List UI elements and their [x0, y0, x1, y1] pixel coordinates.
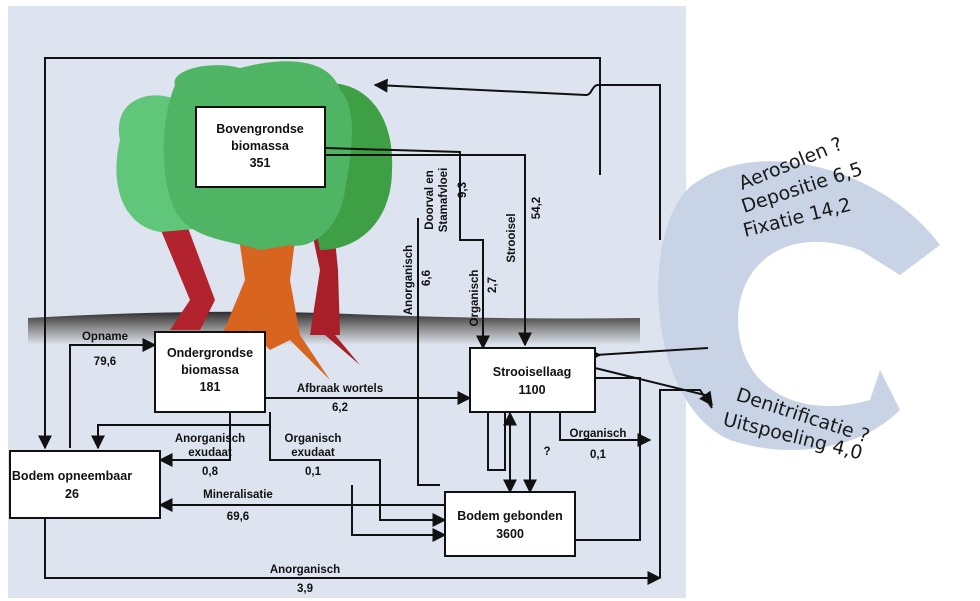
afbraak-value: 6,2: [332, 402, 348, 414]
organisch-exudaat-label1: Organisch: [285, 433, 342, 445]
bovengrondse-title1: Bovengrondse: [216, 122, 304, 136]
strooisellaag-value: 1100: [518, 383, 545, 397]
bodem-gebonden-title: Bodem gebonden: [457, 509, 563, 523]
anorganisch-exudaat-label1: Anorganisch: [175, 433, 245, 445]
cycle-arc: [658, 161, 940, 450]
ondergrondse-title1: Ondergrondse: [167, 346, 253, 360]
organisch-right-value: 0,1: [590, 449, 607, 461]
question-label: ?: [543, 446, 550, 458]
mineralisatie-label: Mineralisatie: [203, 489, 273, 501]
anorganisch-exudaat-value: 0,8: [202, 466, 219, 478]
ondergrondse-title2: biomassa: [181, 363, 240, 377]
opname-value: 79,6: [94, 356, 116, 368]
ondergrondse-value: 181: [200, 380, 221, 394]
organisch-right-label: Organisch: [570, 428, 627, 440]
bovengrondse-title2: biomassa: [231, 139, 290, 153]
flow-lines: [38, 57, 713, 585]
organisch-vert-value: 2,7: [487, 277, 499, 293]
doorval-value: 9,3: [457, 182, 469, 198]
opname-label: Opname: [82, 331, 128, 343]
mineralisatie-value: 69,6: [227, 511, 249, 523]
strooisel-label: Strooisel: [506, 213, 518, 262]
organisch-vert-label: Organisch: [469, 270, 481, 327]
box-ondergrondse: Ondergrondse biomassa 181: [154, 331, 266, 413]
bodem-gebonden-value: 3600: [496, 527, 524, 541]
box-bovengrondse: Bovengrondse biomassa 351: [195, 106, 326, 188]
bodem-opneembaar-value: 26: [65, 487, 79, 501]
strooisellaag-title: Strooisellaag: [493, 365, 572, 379]
doorval-label2: Stamafvloei: [438, 168, 450, 233]
doorval-label1: Doorval en: [424, 170, 436, 229]
anorganisch-vert-label: Anorganisch: [403, 245, 415, 315]
box-bodem-gebonden: Bodem gebonden 3600: [444, 491, 576, 557]
organisch-exudaat-value: 0,1: [305, 466, 322, 478]
box-strooisellaag: Strooisellaag 1100: [469, 347, 596, 413]
anorganisch-exudaat-label2: exudaat: [188, 447, 232, 459]
bovengrondse-value: 351: [250, 156, 271, 170]
strooisel-value: 54,2: [531, 197, 543, 219]
box-bodem-opneembaar: Bodem opneembaar 26: [9, 450, 161, 519]
afbraak-label: Afbraak wortels: [297, 383, 383, 395]
anorganisch-bottom-label: Anorganisch: [270, 564, 340, 576]
organisch-exudaat-label2: exudaat: [291, 447, 335, 459]
bodem-opneembaar-title: Bodem opneembaar: [12, 469, 132, 483]
anorganisch-bottom-value: 3,9: [297, 583, 313, 595]
anorganisch-vert-value: 6,6: [421, 270, 433, 286]
